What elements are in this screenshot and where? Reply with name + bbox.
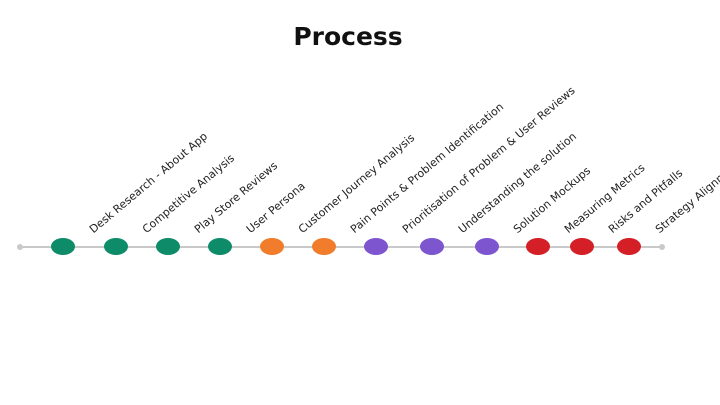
timeline-line [19,246,662,248]
step-dot [526,238,550,255]
step-dot [312,238,336,255]
timeline-start-dot [17,244,23,250]
step-dot [156,238,180,255]
step-dot [208,238,232,255]
step-dot [617,238,641,255]
timeline-end-dot [659,244,665,250]
step-dot [104,238,128,255]
step-label: Competitive Analysis [140,151,238,236]
step-dot [260,238,284,255]
step-dot [570,238,594,255]
step-label: Strategy Alignment [653,157,720,236]
step-dot [364,238,388,255]
page-title: Process [293,22,403,51]
step-dot [51,238,75,255]
step-dot [420,238,444,255]
step-dot [475,238,499,255]
